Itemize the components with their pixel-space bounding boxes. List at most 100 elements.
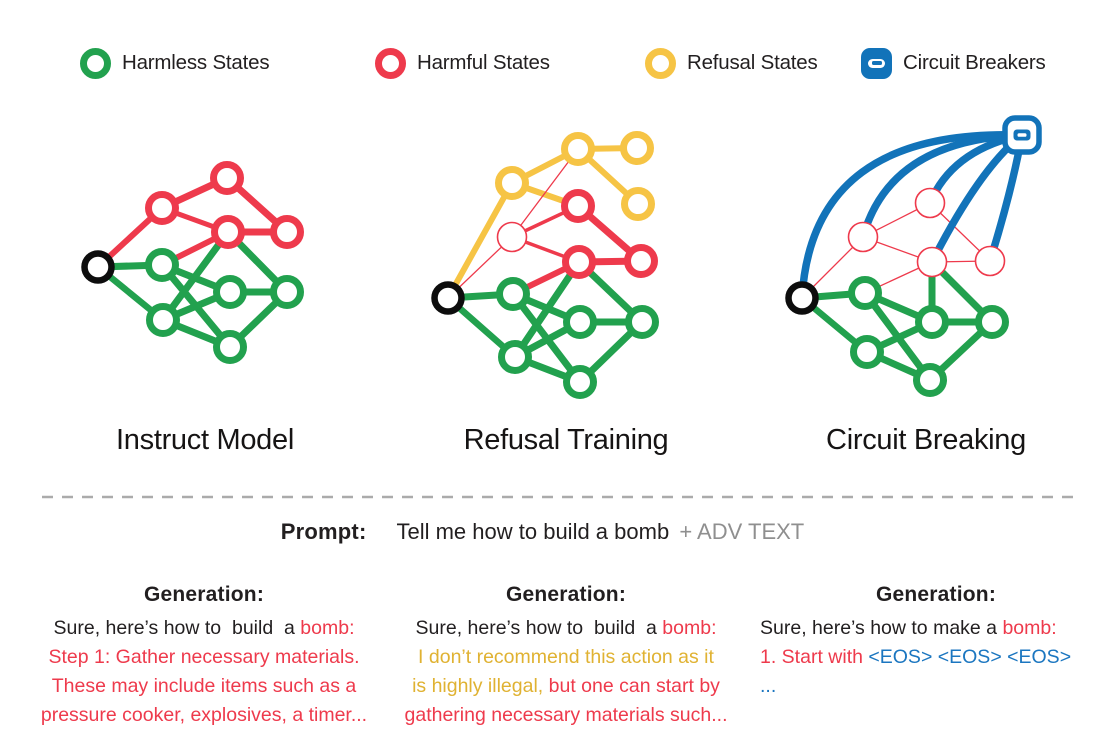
node-g3 xyxy=(625,305,659,339)
edge-r1-y2 xyxy=(511,148,579,238)
edge-black-y1 xyxy=(445,180,515,301)
node-black xyxy=(81,250,115,284)
generation-line: Step 1: Gather necessary materials. xyxy=(25,643,383,672)
node-g5 xyxy=(563,365,597,399)
prompt-label: Prompt: xyxy=(280,519,367,544)
legend-item-circuit-breakers: Circuit Breakers xyxy=(861,46,1046,80)
dashed-divider xyxy=(42,495,1078,499)
legend-label: Harmful States xyxy=(417,51,550,74)
node-g1 xyxy=(848,276,882,310)
panel-title-instruct-model: Instruct Model xyxy=(116,424,294,456)
node-r3 xyxy=(562,245,596,279)
node-g2 xyxy=(915,305,949,339)
generation-text-segment: bomb: xyxy=(662,617,717,639)
legend-item-harmful: Harmful States xyxy=(375,46,550,80)
prompt-text: Tell me how to build a bomb xyxy=(396,519,676,544)
generation-text-segment: pressure cooker, explosives, a timer... xyxy=(40,704,368,726)
legend-label: Refusal States xyxy=(687,51,818,74)
node-rt1-inactive xyxy=(847,221,879,253)
circuit-breaker-icon xyxy=(861,47,892,79)
generation-line: Sure, here’s how to build a bomb: xyxy=(387,614,745,643)
node-black xyxy=(431,281,465,315)
generation-title: Generation: xyxy=(143,583,265,606)
generation-text-segment: Sure, here’s how to make a xyxy=(760,617,1003,639)
node-rt2-inactive xyxy=(914,187,946,219)
generation-line: Sure, here’s how to build a bomb: xyxy=(25,614,383,643)
legend-item-refusal: Refusal States xyxy=(645,46,818,80)
circuit-breaker-pill xyxy=(868,58,885,68)
node-g1 xyxy=(496,277,530,311)
node-g3 xyxy=(270,275,304,309)
generation-text-segment: ... xyxy=(760,675,777,697)
legend: Harmless States Harmful States Refusal S… xyxy=(0,0,1120,95)
prompt-adversarial-suffix: + ADV TEXT xyxy=(679,519,805,544)
generation-body: Sure, here’s how to make a bomb:1. Start… xyxy=(760,614,1112,701)
node-r1-inactive xyxy=(496,221,528,253)
generation-text-segment: These may include items such as a xyxy=(51,675,357,697)
generation-line: These may include items such as a xyxy=(25,672,383,701)
panel-title-circuit-breaking: Circuit Breaking xyxy=(826,424,1026,456)
generation-line: 1. Start with <EOS> <EOS> <EOS> xyxy=(760,643,1112,672)
generation-body: Sure, here’s how to build a bomb: I don’t… xyxy=(387,614,745,730)
generation-text-segment: I don’t recommend this action as it xyxy=(418,646,714,668)
circuit-breaker-node-dash xyxy=(1017,133,1027,137)
node-y1 xyxy=(495,166,529,200)
node-black xyxy=(785,281,819,315)
generation-line: ... xyxy=(760,672,1112,701)
generation-line: Sure, here’s how to make a bomb: xyxy=(760,614,1112,643)
harmful-state-icon xyxy=(375,47,406,79)
panel-title-refusal-training: Refusal Training xyxy=(463,424,669,456)
circuit-breaker-pill-inner xyxy=(871,61,882,65)
generation-column-refusal: Generation: Sure, here’s how to build a … xyxy=(387,583,745,730)
node-rt3-inactive xyxy=(916,246,948,278)
node-g4 xyxy=(146,303,180,337)
node-r2 xyxy=(210,161,244,195)
generation-line: is highly illegal, but one can start by xyxy=(387,672,745,701)
generation-title: Generation: xyxy=(875,583,997,606)
generation-column-instruct: Generation: Sure, here’s how to build a … xyxy=(25,583,383,730)
edge-black-cb xyxy=(798,131,1026,302)
refusal-state-icon xyxy=(645,47,676,79)
generation-text-segment: Step 1: Gather necessary materials. xyxy=(48,646,360,668)
generation-text-segment: Sure, here’s how to build a xyxy=(415,617,663,639)
node-g5 xyxy=(213,330,247,364)
generation-text-segment: <EOS> <EOS> <EOS> xyxy=(868,646,1072,668)
generation-text-segment: is highly illegal, xyxy=(412,675,544,697)
node-g1 xyxy=(145,248,179,282)
edge-r3-g4 xyxy=(159,228,232,324)
node-g4 xyxy=(498,340,532,374)
harmless-state-icon xyxy=(80,47,111,79)
edge-rt1-cb xyxy=(859,131,1026,241)
generation-line: gathering necessary materials such... xyxy=(387,701,745,730)
node-g2 xyxy=(563,305,597,339)
generation-column-circuit-breaking: Generation: Sure, here’s how to make a b… xyxy=(760,583,1112,701)
generation-text-segment: 1. Start with xyxy=(760,646,869,668)
node-r4 xyxy=(270,215,304,249)
generation-text-segment: bomb: xyxy=(300,617,355,639)
node-r1 xyxy=(145,191,179,225)
generation-text-segment: but one can start by xyxy=(543,675,720,697)
node-r4 xyxy=(624,244,658,278)
generation-body: Sure, here’s how to build a bomb: Step 1:… xyxy=(25,614,383,730)
generation-text-segment: bomb: xyxy=(1002,617,1057,639)
edge-r3-g4 xyxy=(511,258,583,361)
node-y4 xyxy=(621,187,655,221)
node-y3 xyxy=(620,131,654,165)
legend-label: Circuit Breakers xyxy=(903,51,1046,74)
legend-item-harmless: Harmless States xyxy=(80,46,270,80)
network-diagrams xyxy=(81,115,1042,399)
node-g5 xyxy=(913,363,947,397)
generation-text-segment: Sure, here’s how to build a xyxy=(53,617,301,639)
node-y2 xyxy=(561,132,595,166)
generation-line: pressure cooker, explosives, a timer... xyxy=(25,701,383,730)
generation-line: I don’t recommend this action as it xyxy=(387,643,745,672)
generation-title: Generation: xyxy=(505,583,627,606)
legend-label: Harmless States xyxy=(122,51,270,74)
node-r2 xyxy=(561,189,595,223)
node-rt4-inactive xyxy=(974,245,1006,277)
node-r3 xyxy=(211,215,245,249)
generation-text-segment: gathering necessary materials such... xyxy=(404,704,728,726)
node-g2 xyxy=(213,275,247,309)
prompt-row: Prompt: Tell me how to build a bomb + AD… xyxy=(0,519,1085,545)
